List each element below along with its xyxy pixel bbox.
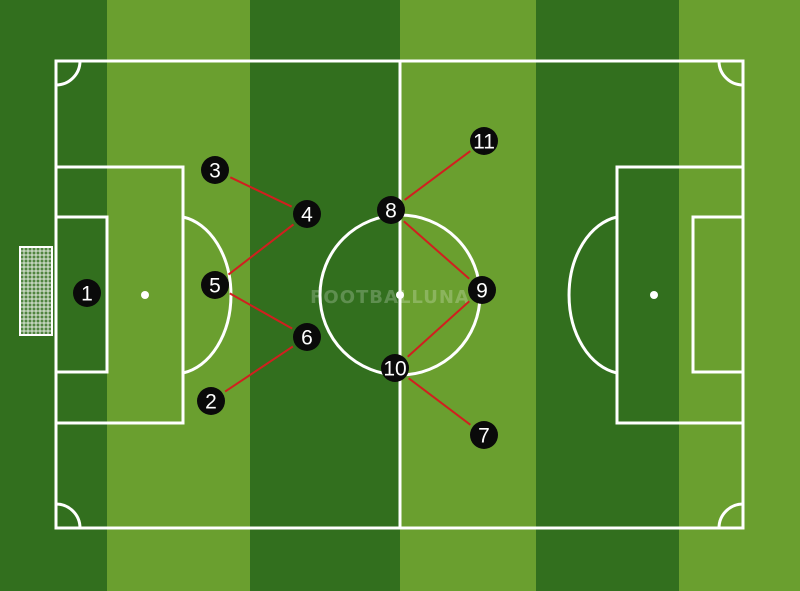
player-marker-3: 3 [201, 156, 229, 184]
player-number: 11 [473, 131, 495, 154]
player-circle [73, 279, 101, 307]
right-penalty-arc [567, 215, 618, 375]
corner-arc-top-right [717, 60, 744, 87]
players: 1 2 3 4 5 6 7 8 9 10 11 [73, 127, 498, 449]
player-circle [197, 387, 225, 415]
player-marker-9: 9 [468, 276, 496, 304]
grass-stripe [250, 0, 400, 591]
corner-arc-bottom-left [55, 502, 82, 529]
player-circle [470, 127, 498, 155]
link-p6-p2 [224, 345, 294, 393]
link-p4-p5 [227, 223, 295, 276]
player-marker-11: 11 [470, 127, 498, 155]
player-number: 8 [385, 200, 397, 223]
player-marker-1: 1 [73, 279, 101, 307]
watermark-text: FOOTBALLUNA [310, 287, 470, 308]
watermark: FOOTBALLUNA [310, 287, 470, 308]
player-number: 5 [209, 275, 221, 298]
link-p9-p10 [407, 300, 470, 358]
grass-stripe [400, 0, 536, 591]
player-number: 9 [476, 280, 488, 303]
player-circle [468, 276, 496, 304]
pitch-spots [141, 291, 658, 299]
player-marker-4: 4 [293, 200, 321, 228]
passing-links [224, 150, 472, 426]
link-p10-p7 [407, 377, 472, 426]
player-number: 6 [301, 327, 313, 350]
player-marker-2: 2 [197, 387, 225, 415]
link-p5-p6 [229, 292, 293, 330]
corner-arc-top-left [55, 60, 82, 87]
player-number: 1 [81, 283, 93, 306]
link-p3-p4 [229, 176, 293, 208]
player-circle [381, 354, 409, 382]
player-number: 4 [301, 204, 313, 227]
player-number: 10 [383, 358, 406, 381]
player-marker-5: 5 [201, 271, 229, 299]
goal-net-icon [19, 246, 53, 336]
grass-stripe [107, 0, 250, 591]
player-circle [293, 323, 321, 351]
center-spot [396, 291, 404, 299]
left-penalty-spot [141, 291, 149, 299]
player-number: 7 [478, 425, 490, 448]
right-penalty-spot [650, 291, 658, 299]
player-marker-6: 6 [293, 323, 321, 351]
left-goal-area [54, 215, 109, 374]
link-p8-p11 [404, 150, 471, 201]
player-marker-10: 10 [381, 354, 409, 382]
player-number: 2 [205, 391, 217, 414]
player-circle [201, 271, 229, 299]
player-circle [201, 156, 229, 184]
right-goal-area [691, 215, 745, 374]
link-p8-p9 [403, 220, 470, 280]
player-marker-7: 7 [470, 421, 498, 449]
player-marker-8: 8 [377, 196, 405, 224]
player-circle [470, 421, 498, 449]
grass-stripe [679, 0, 800, 591]
corner-arc-bottom-right [717, 502, 744, 529]
player-circle [293, 200, 321, 228]
player-number: 3 [209, 160, 221, 183]
player-circle [377, 196, 405, 224]
